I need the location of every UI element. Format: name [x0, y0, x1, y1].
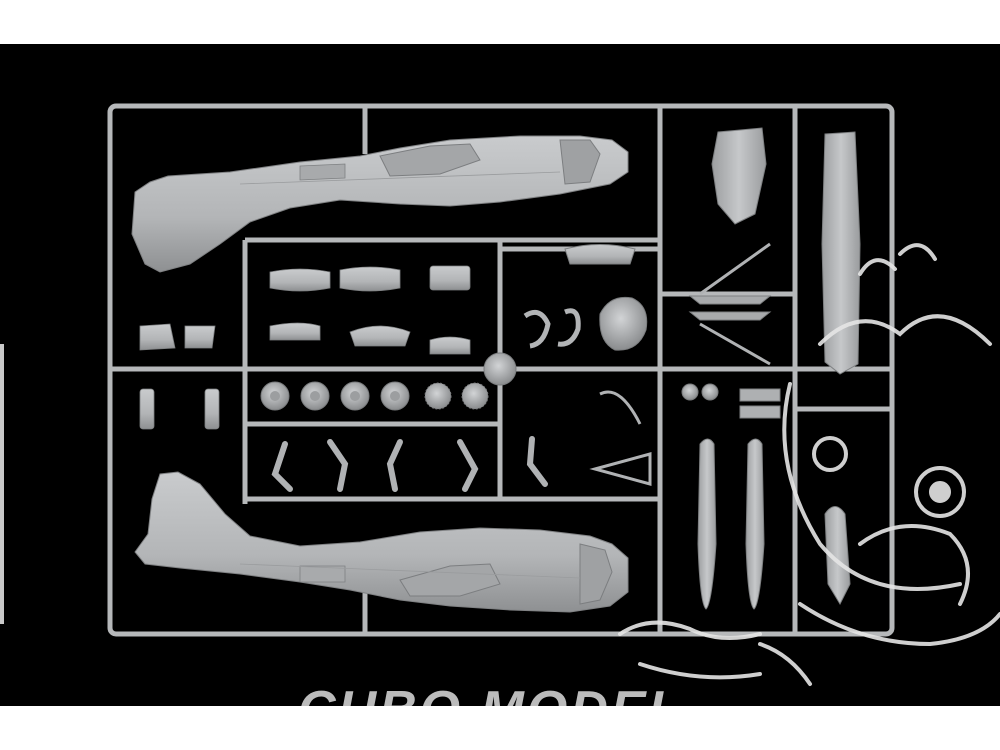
watermark-mascot: [618, 243, 1000, 686]
canopy-parts: [523, 127, 767, 351]
photo-area: CUBO MODEL: [0, 44, 1000, 706]
watermark-text: CUBO MODEL: [298, 684, 683, 706]
small-parts-upper: [139, 265, 471, 430]
sprue-photo: [0, 103, 1000, 686]
fuselage-half-lower: [134, 471, 629, 613]
landing-gear-parts: [271, 436, 548, 492]
edge-object: [0, 344, 4, 624]
fuselage-half-upper: [131, 135, 629, 273]
right-column-parts: [589, 131, 861, 610]
wheels-row: [260, 352, 517, 411]
